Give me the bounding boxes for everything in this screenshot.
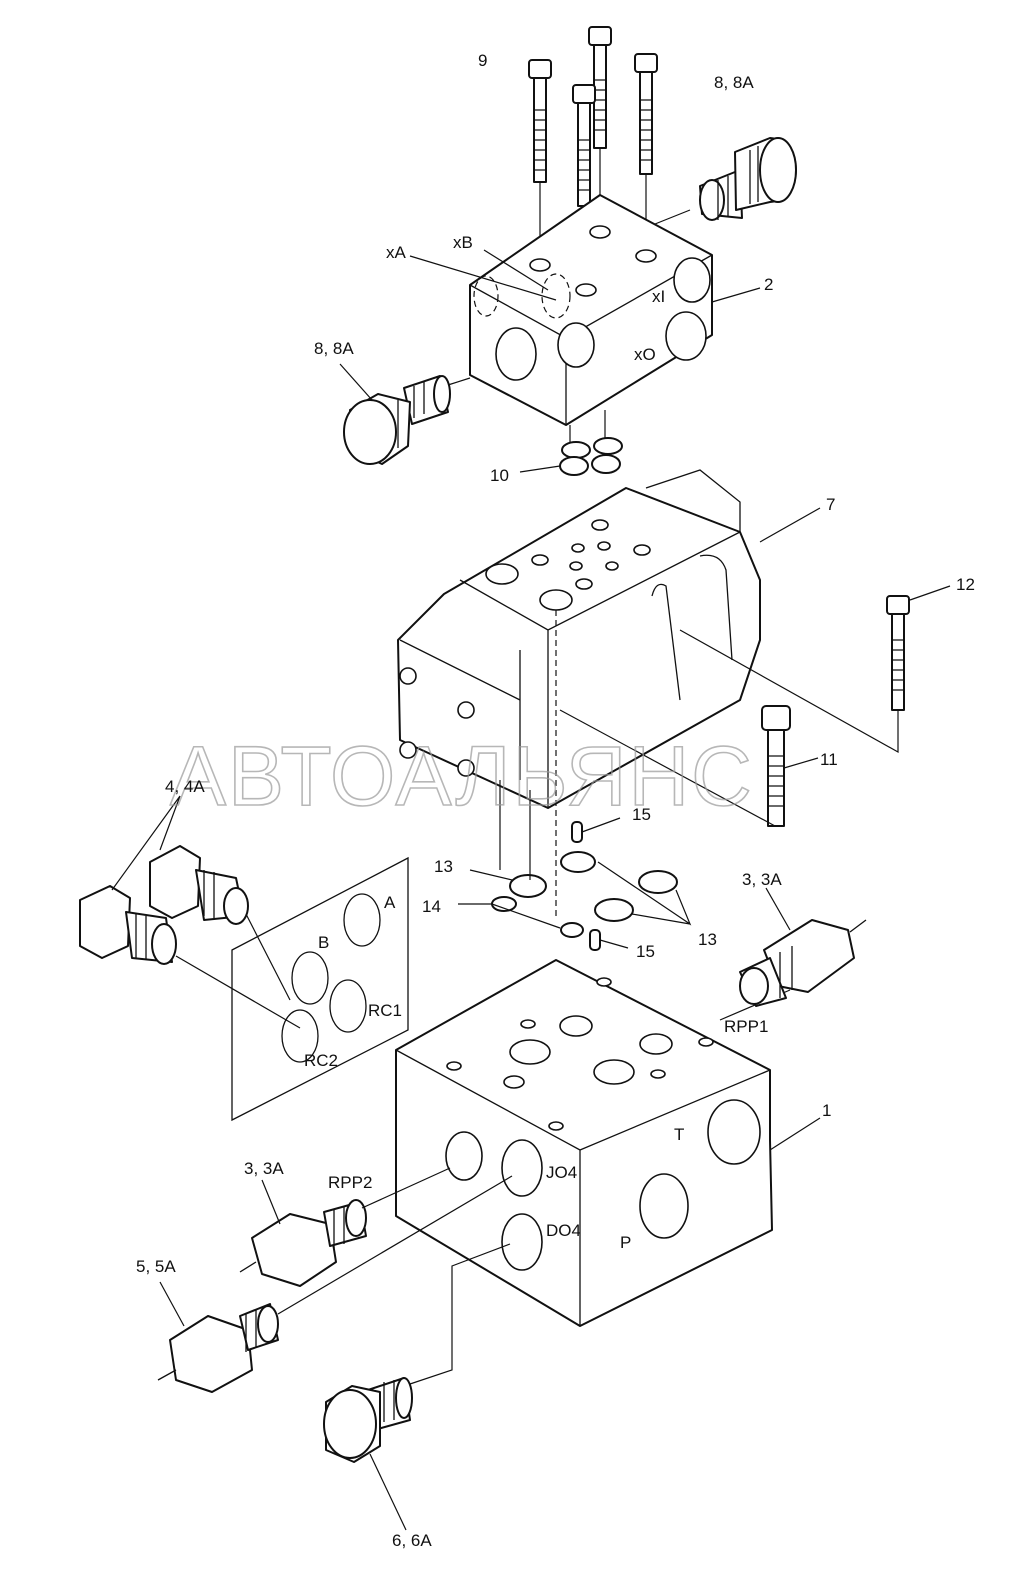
callout-label-c11: 11	[820, 750, 838, 769]
callout-label-cxO: xO	[634, 345, 656, 364]
seals-and-pins	[458, 780, 692, 951]
bolt-12	[679, 585, 951, 754]
callout-label-c4a: 4, 4A	[165, 777, 205, 796]
callout-label-c12: 12	[956, 575, 975, 594]
bolt-center-tall	[588, 26, 612, 149]
callout-label-cxI: xI	[652, 287, 665, 306]
callout-label-cP: P	[620, 1233, 631, 1252]
watermark-text: АВТОАЛЬЯНС	[170, 729, 754, 823]
cartridge-8-left	[339, 363, 471, 465]
callout-label-c8a_top: 8, 8A	[714, 73, 754, 92]
callout-label-c3a_right: 3, 3A	[742, 870, 782, 889]
callout-label-c14: 14	[422, 897, 441, 916]
bolt-11	[559, 705, 819, 827]
cartridge-5	[157, 1175, 513, 1393]
callout-label-c15a: 15	[632, 805, 651, 824]
callout-label-cRC1: RC1	[368, 1001, 402, 1020]
o-rings-10	[519, 437, 623, 476]
plug-6	[323, 1243, 511, 1531]
callout-label-c10: 10	[490, 466, 509, 485]
callout-label-c13b: 13	[698, 930, 717, 949]
callout-label-cxA: xA	[386, 243, 407, 262]
callout-label-cDO4: DO4	[546, 1221, 581, 1240]
block-1	[395, 959, 821, 1327]
callout-label-cA: A	[384, 893, 396, 912]
callout-label-cRPP2: RPP2	[328, 1173, 372, 1192]
callout-label-c2: 2	[764, 275, 773, 294]
callout-label-cRPP1: RPP1	[724, 1017, 768, 1036]
callout-label-cB: B	[318, 933, 329, 952]
callout-label-c6a: 6, 6A	[392, 1531, 432, 1550]
callout-label-cRC2: RC2	[304, 1051, 338, 1070]
callout-label-cJO4: JO4	[546, 1163, 577, 1182]
callout-label-c8a_left: 8, 8A	[314, 339, 354, 358]
cartridge-3-left	[239, 1167, 451, 1287]
callout-label-c9: 9	[478, 51, 487, 70]
cartridge-3-right	[739, 887, 867, 1007]
callout-label-c7: 7	[826, 495, 835, 514]
callout-label-c13a: 13	[434, 857, 453, 876]
block-2	[409, 194, 761, 445]
callout-label-c5a: 5, 5A	[136, 1257, 176, 1276]
callout-label-c1: 1	[822, 1101, 831, 1120]
callout-label-cxB: xB	[453, 233, 473, 252]
bolt-9	[528, 59, 552, 183]
cartridges-4	[79, 795, 301, 1029]
port-plate	[231, 856, 409, 1122]
cartridge-8-top	[639, 137, 797, 231]
callout-label-c3a_left: 3, 3A	[244, 1159, 284, 1178]
bolt-center-short	[572, 84, 596, 207]
valve-7	[397, 469, 821, 920]
callout-label-cT: T	[674, 1125, 684, 1144]
callout-label-c15b: 15	[636, 942, 655, 961]
bolt-right	[634, 53, 658, 175]
